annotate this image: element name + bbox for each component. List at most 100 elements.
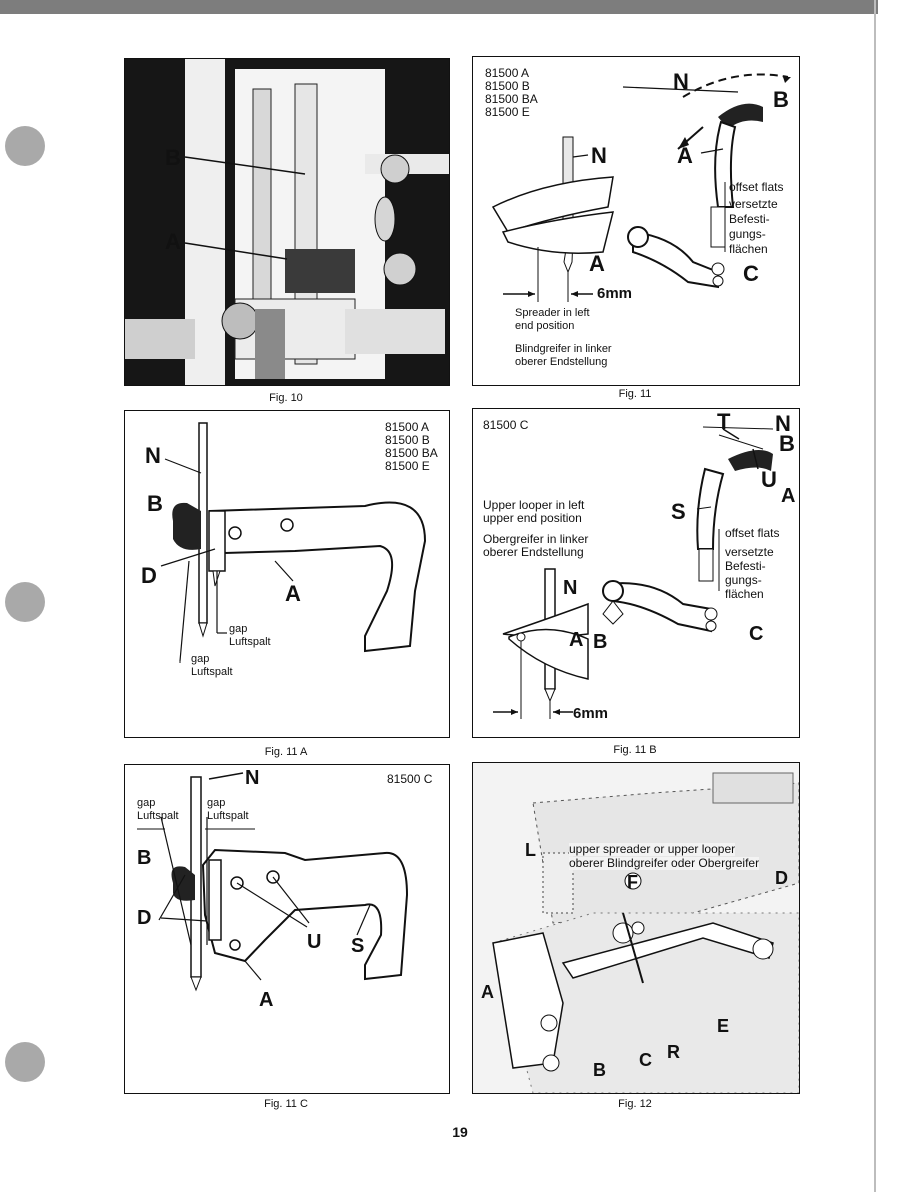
fig11c-label-d: D bbox=[137, 907, 152, 929]
fig11-offset-en: offset flats bbox=[729, 180, 784, 194]
fig11a-model-list: 81500 A 81500 B 81500 BA 81500 E bbox=[385, 421, 438, 473]
fig11b-note-de-line: Obergreifer in linker bbox=[483, 532, 589, 546]
fig11b-offset-de-line: flächen bbox=[725, 587, 764, 601]
fig12-label-d: D bbox=[775, 868, 788, 888]
fig11b-note-en-line: upper end position bbox=[483, 511, 582, 525]
fig11-label-b: B bbox=[773, 87, 789, 112]
fig11a-gap-1-line: gap bbox=[229, 623, 248, 635]
fig11a-gap-1-line: Luftspalt bbox=[229, 636, 271, 648]
fig11-offset-de-line: flächen bbox=[729, 242, 768, 256]
fig11-label-n-needle: N bbox=[591, 143, 607, 168]
fig11-dimension: 6mm bbox=[597, 285, 633, 302]
fig12-label-l: L bbox=[525, 840, 536, 860]
fig11-offset-de-line: versetzte bbox=[729, 197, 778, 211]
fig11a-gap-2-line: gap bbox=[191, 653, 210, 665]
fig12-caption: Fig. 12 bbox=[618, 1098, 652, 1110]
punch-hole-top bbox=[5, 126, 45, 166]
fig12-label-e: E bbox=[717, 1016, 730, 1036]
fig11b-label-t: T bbox=[717, 409, 731, 434]
fig12-label-c: C bbox=[639, 1050, 652, 1070]
fig11-drawing bbox=[491, 73, 791, 302]
fig11a-panel: 81500 A 81500 B 81500 BA 81500 E N B D A… bbox=[124, 410, 450, 738]
fig10-label-a: A bbox=[165, 229, 181, 254]
fig11c-gap-1-line: Luftspalt bbox=[137, 810, 179, 822]
fig11-model: 81500 E bbox=[485, 105, 530, 119]
fig11b-note-de-line: oberer Endstellung bbox=[483, 545, 584, 559]
fig11-caption: Fig. 11 bbox=[618, 388, 652, 400]
fig11c-caption: Fig. 11 C bbox=[264, 1098, 308, 1110]
fig11b-offset-en: offset flats bbox=[725, 526, 780, 540]
fig11-model: 81500 B bbox=[485, 79, 530, 93]
fig11b-caption: Fig. 11 B bbox=[613, 744, 657, 756]
fig12-label-r: R bbox=[667, 1042, 680, 1062]
fig11a-model: 81500 A bbox=[385, 420, 430, 434]
fig11b-note-de: Obergreifer in linker oberer Endstellung bbox=[483, 533, 588, 559]
fig11a-label-d: D bbox=[141, 563, 157, 588]
fig11a-label-a: A bbox=[285, 581, 301, 606]
fig11b-offset-de-line: Befesti- bbox=[725, 559, 766, 573]
fig11a-label-b: B bbox=[147, 491, 163, 516]
fig12-label-b: B bbox=[593, 1060, 606, 1080]
fig11c-gap-1: gap Luftspalt bbox=[137, 797, 179, 823]
fig11-label-n-top: N bbox=[673, 69, 689, 94]
fig11a-model: 81500 E bbox=[385, 459, 430, 473]
fig11b-label-b: B bbox=[779, 431, 795, 456]
fig10-label-b: B bbox=[165, 145, 181, 170]
fig10-caption: Fig. 10 bbox=[269, 392, 303, 404]
fig11b-offset-de-line: gungs- bbox=[725, 573, 762, 587]
fig11a-model: 81500 B bbox=[385, 433, 430, 447]
fig11c-model: 81500 C bbox=[387, 772, 433, 786]
fig11c-gap-2-line: gap bbox=[207, 797, 226, 809]
fig11a-drawing bbox=[160, 422, 427, 663]
fig11b-note-en: Upper looper in left upper end position bbox=[483, 499, 584, 525]
fig11b-label-c: C bbox=[749, 623, 764, 645]
page-number: 19 bbox=[452, 1124, 468, 1140]
fig11-offset-de: versetzte Befesti- gungs- flächen bbox=[729, 197, 778, 257]
fig11c-gap-2-line: Luftspalt bbox=[207, 810, 249, 822]
fig11c-label-b: B bbox=[137, 847, 152, 869]
fig11b-offset-de-line: versetzte bbox=[725, 545, 774, 559]
fig10-photo bbox=[125, 59, 449, 385]
scan-top-border bbox=[0, 0, 878, 14]
fig11-offset-de-line: Befesti- bbox=[729, 212, 770, 226]
fig11b-offset-de: versetzte Befesti- gungs- flächen bbox=[725, 545, 774, 601]
fig11c-drawing bbox=[137, 772, 409, 992]
fig11b-label-a: A bbox=[781, 485, 796, 507]
fig11-model: 81500 A bbox=[485, 66, 530, 80]
fig12-label-a: A bbox=[481, 982, 494, 1002]
fig12-label-f: F bbox=[627, 872, 638, 892]
fig12-callout-de: oberer Blindgreifer oder Obergreifer bbox=[569, 856, 760, 870]
fig11-note-de-line: oberer Endstellung bbox=[515, 356, 608, 368]
fig12-panel: upper spreader or upper looper oberer Bl… bbox=[472, 762, 800, 1094]
fig11b-dimension: 6mm bbox=[573, 705, 609, 722]
fig11b-panel: 81500 C T N B S U A Upper looper in left… bbox=[472, 408, 800, 738]
fig12-callout-en: upper spreader or upper looper bbox=[569, 842, 736, 856]
fig11-panel: 81500 A 81500 B 81500 BA 81500 E N B A N… bbox=[472, 56, 800, 386]
fig11-label-a-right: A bbox=[677, 143, 693, 168]
fig11c-label-n: N bbox=[245, 767, 260, 789]
fig11c-gap-2: gap Luftspalt bbox=[207, 797, 249, 823]
scan-right-edge bbox=[874, 0, 876, 1192]
fig10-panel: B A bbox=[124, 58, 450, 386]
fig11b-label-s: S bbox=[671, 499, 686, 524]
fig11c-label-u: U bbox=[307, 931, 322, 953]
fig11a-label-n: N bbox=[145, 443, 161, 468]
fig11-note-en-line: Spreader in left bbox=[515, 307, 590, 319]
fig11c-gap-1-line: gap bbox=[137, 797, 156, 809]
fig11b-note-en-line: Upper looper in left bbox=[483, 498, 585, 512]
fig11-note-de-line: Blindgreifer in linker bbox=[515, 343, 612, 355]
fig11b-label-n: N bbox=[775, 411, 791, 436]
fig11a-caption: Fig. 11 A bbox=[264, 746, 308, 758]
fig12-photo bbox=[473, 763, 799, 1093]
fig11b-drawing bbox=[493, 426, 774, 719]
fig11a-gap-2-line: Luftspalt bbox=[191, 666, 233, 678]
fig11a-gap-2: gap Luftspalt bbox=[191, 653, 233, 679]
fig11-offset-de-line: gungs- bbox=[729, 227, 766, 241]
fig11a-gap-1: gap Luftspalt bbox=[229, 623, 271, 649]
fig11b-label-u: U bbox=[761, 467, 777, 492]
fig11-label-c: C bbox=[743, 261, 759, 286]
fig11-note-en-line: end position bbox=[515, 320, 575, 332]
fig11a-model: 81500 BA bbox=[385, 446, 438, 460]
fig11-label-a-spreader: A bbox=[589, 251, 605, 276]
fig11-model: 81500 BA bbox=[485, 92, 538, 106]
